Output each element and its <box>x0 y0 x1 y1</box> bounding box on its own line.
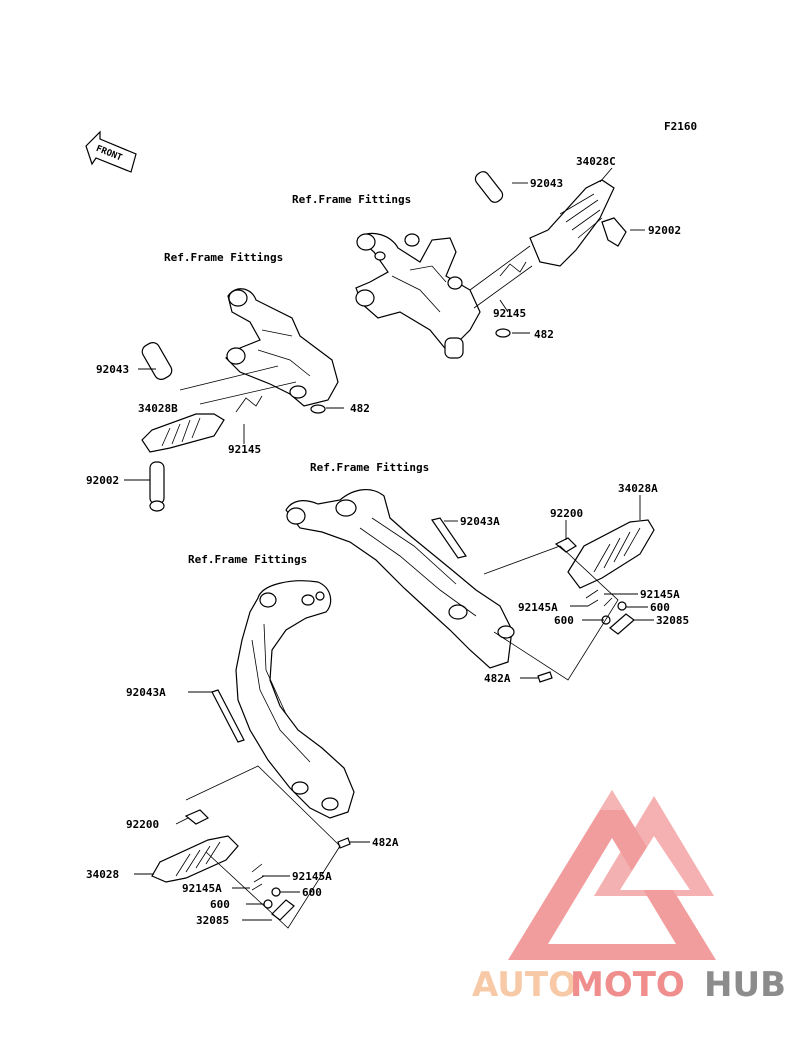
label-482-left: 482 <box>350 402 370 415</box>
ref-label-front-left: Ref.Frame Fittings <box>188 553 307 566</box>
front-right-leaders <box>444 495 654 681</box>
rear-right-footrest <box>474 171 627 338</box>
label-600-r1: 600 <box>650 601 670 614</box>
label-92002-right: 92002 <box>648 224 681 237</box>
ref-label-rear-left: Ref.Frame Fittings <box>164 251 283 264</box>
label-32085-right: 32085 <box>656 614 689 627</box>
svg-text:MOTO: MOTO <box>570 965 685 1005</box>
label-92145-left: 92145 <box>228 443 261 456</box>
figure-code: F2160 <box>664 120 697 133</box>
label-34028: 34028 <box>86 868 119 881</box>
label-92002-left: 92002 <box>86 474 119 487</box>
label-32085-left: 32085 <box>196 914 229 927</box>
label-92043-top: 92043 <box>530 177 563 190</box>
label-92043-left: 92043 <box>96 363 129 376</box>
label-600-l2: 600 <box>210 898 230 911</box>
rear-left-bracket <box>225 288 339 407</box>
label-482-top: 482 <box>534 328 554 341</box>
watermark-wordmark: AUTO MOTO HUB <box>472 965 786 1005</box>
label-482A-right: 482A <box>484 672 511 685</box>
svg-text:HUB: HUB <box>704 965 786 1005</box>
svg-text:AUTO: AUTO <box>472 965 577 1005</box>
label-92145A-r1: 92145A <box>640 588 680 601</box>
label-92145A-l1: 92145A <box>292 870 332 883</box>
rear-left-leaders <box>124 365 344 481</box>
watermark-logo <box>508 790 716 960</box>
label-34028B: 34028B <box>138 402 178 415</box>
label-482A-left: 482A <box>372 836 399 849</box>
front-arrow-icon: FRONT <box>85 130 137 173</box>
label-34028C: 34028C <box>576 155 616 168</box>
label-92145A-l2: 92145A <box>182 882 222 895</box>
front-left-leaders <box>134 691 370 929</box>
label-92145-top: 92145 <box>493 307 526 320</box>
label-34028A: 34028A <box>618 482 658 495</box>
front-left-footrest <box>151 809 351 921</box>
front-right-bracket <box>285 489 515 669</box>
front-left-bracket <box>211 580 355 819</box>
label-92200-left: 92200 <box>126 818 159 831</box>
label-92145A-r2: 92145A <box>518 601 558 614</box>
rear-right-bracket <box>355 233 481 359</box>
label-92043A-right: 92043A <box>460 515 500 528</box>
rear-right-leaders <box>469 167 645 334</box>
ref-label-rear-right: Ref.Frame Fittings <box>292 193 411 206</box>
ref-label-front-right: Ref.Frame Fittings <box>310 461 429 474</box>
label-600-r2: 600 <box>554 614 574 627</box>
label-92043A-left: 92043A <box>126 686 166 699</box>
rear-left-footrest <box>141 342 326 512</box>
label-92200-right: 92200 <box>550 507 583 520</box>
label-600-l1: 600 <box>302 886 322 899</box>
front-right-footrest <box>431 517 655 683</box>
